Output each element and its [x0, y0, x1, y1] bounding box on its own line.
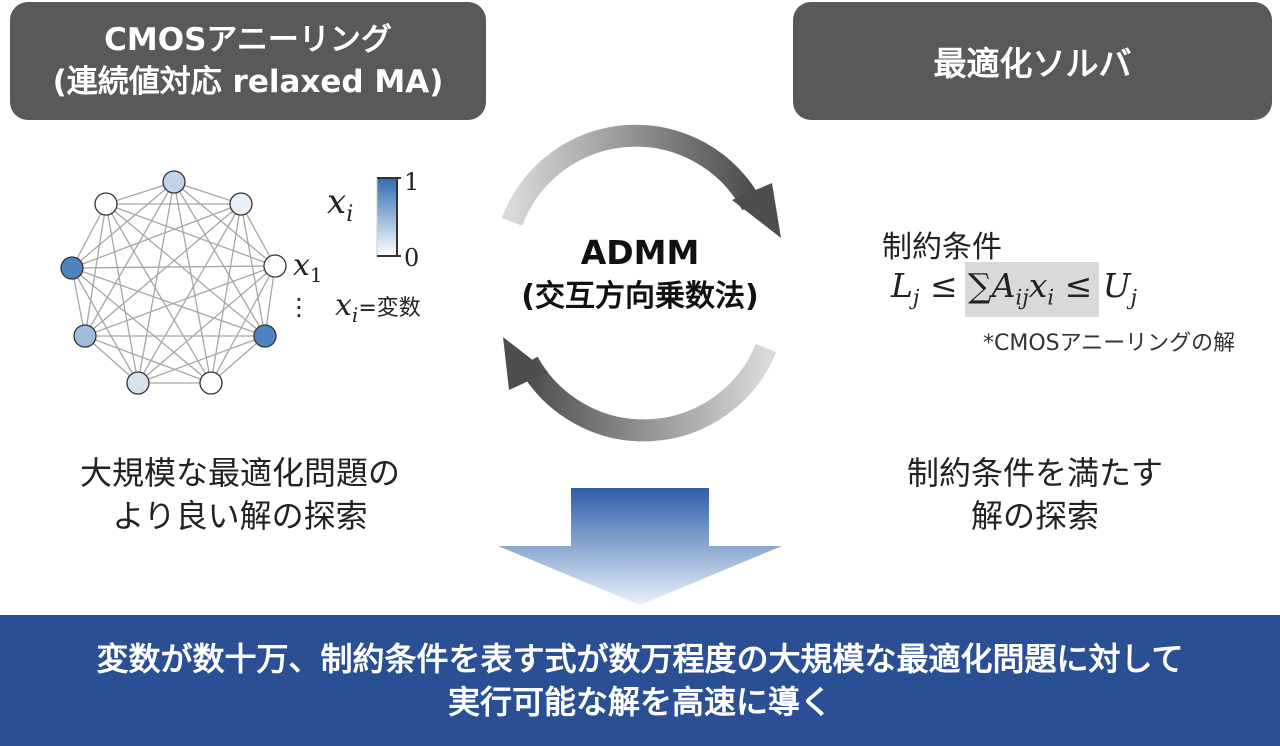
graph-edge — [137, 265, 276, 384]
cycle-arrow-bottom-head — [503, 337, 548, 390]
graph-edge — [210, 265, 276, 384]
cycle-arrow-bottom-arc — [518, 343, 777, 442]
graph-node — [73, 324, 97, 348]
graph-node — [263, 254, 287, 278]
graph-edge — [173, 181, 212, 384]
cmos-annealing-header: CMOSアニーリング (連続値対応 relaxed MA) — [10, 2, 486, 120]
graph-edge — [84, 265, 276, 337]
var-xi-label: xi — [327, 182, 354, 227]
graph-nodes — [60, 170, 287, 395]
constraint-title: 制約条件 — [882, 230, 1002, 265]
admm-label: ADMM — [581, 233, 700, 272]
admm-subtitle: (交互方向乗数法) — [521, 279, 758, 314]
graph-edge — [105, 203, 212, 384]
vertical-ellipsis: ⋮ — [287, 293, 311, 321]
graph-edge — [71, 265, 276, 269]
optimization-solver-title: 最適化ソルバ — [933, 44, 1132, 83]
graph-edge — [84, 203, 107, 337]
graph-node — [94, 192, 118, 216]
graph-edge — [210, 203, 242, 384]
scale-max-label: 1 — [404, 168, 419, 196]
graph-node — [199, 371, 223, 395]
left-caption-line2: より良い解の探索 — [112, 497, 368, 535]
graph-node — [253, 324, 277, 348]
graph-edge — [71, 267, 266, 337]
graph-node — [60, 256, 84, 280]
graph-node — [229, 192, 253, 216]
graph-edge — [137, 181, 175, 384]
graph-edge — [240, 203, 276, 267]
graph-edge — [240, 203, 266, 337]
graph-edge — [137, 335, 266, 384]
graph-edge — [84, 335, 212, 384]
color-scale-bar — [376, 177, 398, 257]
summary-line2: 実行可能な解を高速に導く — [447, 682, 832, 721]
graph-edge — [137, 203, 242, 384]
right-caption-line1: 制約条件を満たす — [906, 454, 1163, 492]
graph-node — [126, 371, 150, 395]
constraint-formula: Lj ≤ ∑Aijxi ≤ Uj — [891, 266, 1138, 310]
graph-edge — [71, 181, 175, 269]
graph-edge — [71, 267, 139, 384]
graph-edge — [173, 181, 242, 205]
graph-edge — [173, 181, 266, 337]
graph-edge — [105, 181, 175, 205]
left-caption: 大規模な最適化問題の より良い解の探索 — [20, 452, 460, 538]
scale-min-label: 0 — [404, 244, 419, 272]
right-caption: 制約条件を満たす 解の探索 — [840, 452, 1230, 538]
graph-edge — [105, 203, 266, 337]
constraint-footnote: *CMOSアニーリングの解 — [983, 331, 1236, 356]
graph-edge — [105, 203, 276, 267]
cycle-arrow-top-arc — [501, 124, 762, 226]
summary-banner: 変数が数十万、制約条件を表す式が数万程度の大規模な最適化問題に対して 実行可能な… — [0, 615, 1280, 746]
graph-edges — [71, 181, 276, 384]
cmos-annealing-subtitle: (連続値対応 relaxed MA) — [52, 64, 444, 100]
graph-edge — [173, 181, 276, 267]
formula-highlight — [965, 262, 1099, 317]
left-caption-line1: 大規模な最適化問題の — [79, 454, 400, 492]
graph-edge — [84, 203, 242, 337]
graph-edge — [71, 203, 107, 269]
graph-node — [162, 170, 186, 194]
graph-edge — [84, 181, 175, 337]
graph-edge — [264, 265, 276, 337]
optimization-solver-header: 最適化ソルバ — [793, 2, 1272, 120]
graph-edge — [71, 267, 212, 384]
cycle-arrow-top-head — [732, 183, 781, 238]
cmos-annealing-title: CMOSアニーリング — [104, 22, 392, 58]
down-arrow — [498, 488, 782, 605]
var-x1-label: x1 — [293, 248, 323, 287]
graph-edge — [84, 335, 139, 384]
graph-edge — [71, 203, 242, 269]
summary-line1: 変数が数十万、制約条件を表す式が数万程度の大規模な最適化問題に対して — [96, 639, 1184, 678]
variable-legend: xi=変数 — [335, 288, 421, 327]
graph-edge — [210, 335, 266, 384]
right-caption-line2: 解の探索 — [970, 497, 1099, 535]
